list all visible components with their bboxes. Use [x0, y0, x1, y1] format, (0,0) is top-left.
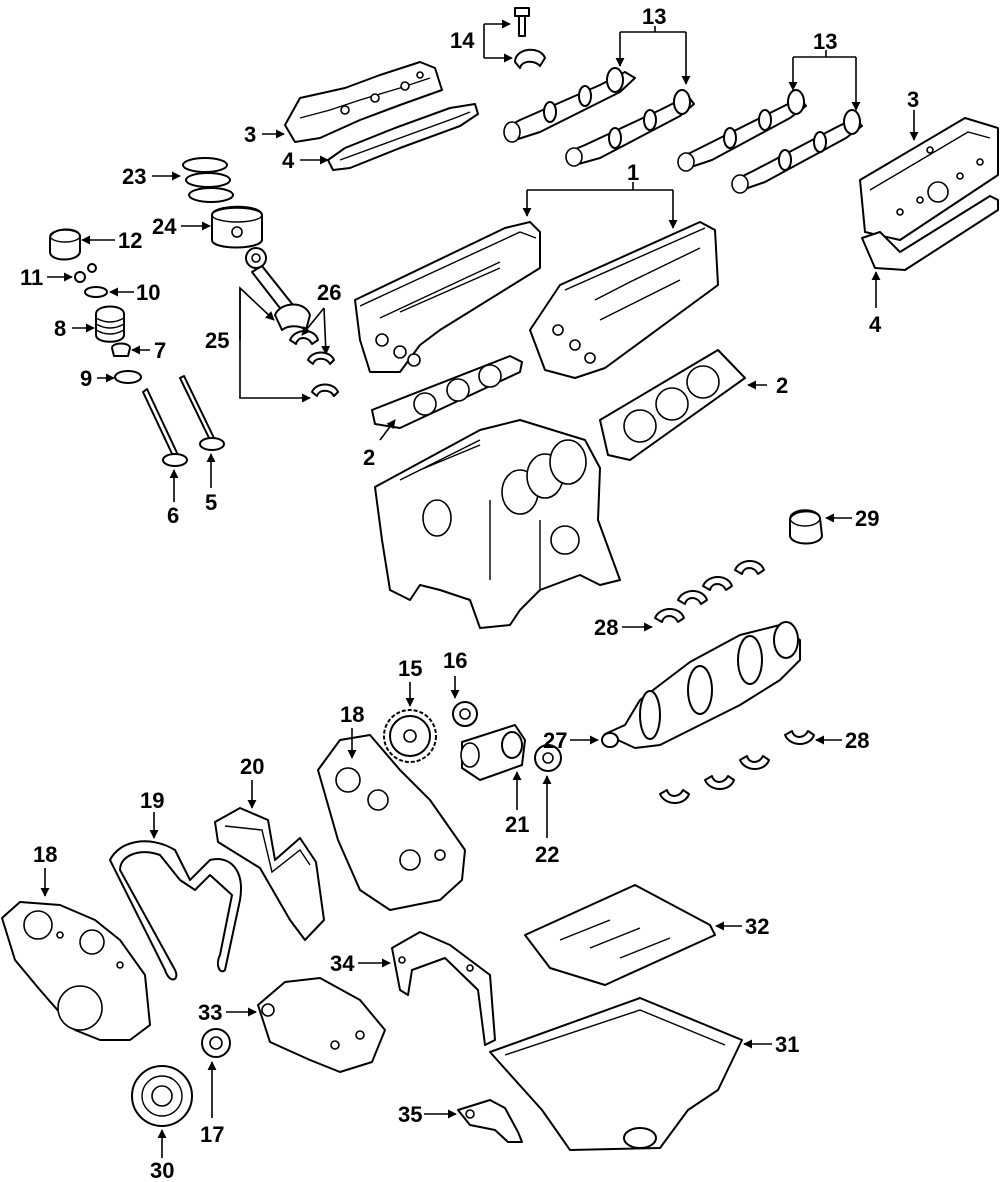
callout-29: 29: [855, 506, 879, 531]
callout-34: 34: [330, 951, 355, 976]
callout-32: 32: [745, 914, 769, 939]
callout-9: 9: [80, 366, 92, 391]
callout-19: 19: [140, 788, 164, 813]
callout-2a: 2: [776, 373, 788, 398]
engine-block: [374, 419, 621, 629]
sprocket-washer: [452, 701, 478, 727]
callout-35: 35: [398, 1102, 422, 1127]
callout-23: 23: [122, 164, 146, 189]
callout-18a: 18: [340, 702, 364, 727]
callout-16: 16: [443, 648, 467, 673]
main-bearings-upper: [654, 560, 765, 623]
bearing-cap-and-bolt: [514, 7, 546, 69]
callout-18b: 18: [33, 842, 57, 867]
piston: [211, 205, 263, 249]
callout-6: 6: [167, 503, 179, 528]
connecting-rod: [245, 247, 311, 331]
camshaft-sprocket: [383, 709, 437, 763]
idler-pulley: [534, 744, 562, 772]
valve-intake: [142, 388, 188, 467]
valve-keepers: [74, 263, 97, 283]
callout-15: 15: [398, 656, 422, 681]
callout-2b: 2: [363, 445, 375, 470]
timing-chain-guide: [214, 807, 325, 941]
oil-pump: [257, 977, 386, 1073]
main-bearings-lower: [659, 730, 815, 804]
callout-8: 8: [54, 316, 66, 341]
callout-5: 5: [205, 490, 217, 515]
callout-1: 1: [627, 160, 639, 185]
pilot-bushing: [789, 509, 823, 545]
camshaft-left-1: [503, 67, 636, 143]
callout-4a: 4: [282, 148, 295, 173]
crankshaft-seal: [201, 1028, 231, 1058]
callout-13a: 13: [642, 4, 666, 29]
callout-24: 24: [152, 214, 177, 239]
camshaft-cover-right: [859, 117, 999, 241]
callout-28b: 28: [845, 728, 869, 753]
callout-22: 22: [535, 842, 559, 867]
piston-rings: [182, 157, 234, 203]
callout-33: 33: [198, 1000, 222, 1025]
camshaft-right-1: [677, 89, 807, 172]
callout-10: 10: [136, 280, 160, 305]
camshaft-cover-left: [284, 61, 443, 143]
cylinder-head-right: [529, 221, 719, 379]
valve-exhaust: [179, 375, 225, 451]
front-cover-bracket: [391, 931, 496, 1046]
callout-13b: 13: [813, 29, 837, 54]
callout-12: 12: [118, 228, 142, 253]
callout-14: 14: [450, 28, 475, 53]
callout-21: 21: [505, 812, 529, 837]
callout-25: 25: [205, 328, 229, 353]
leader-lines: [40, 19, 919, 1158]
callout-31: 31: [775, 1032, 799, 1057]
crankshaft: [601, 621, 801, 749]
spring-seat: [114, 370, 142, 384]
callout-11: 11: [20, 265, 43, 290]
harmonic-balancer: [131, 1065, 193, 1127]
callout-7: 7: [154, 338, 166, 363]
callout-26: 26: [317, 280, 341, 305]
head-gasket-right: [599, 349, 746, 461]
rod-bearings: [289, 330, 339, 397]
oil-pan: [489, 997, 743, 1151]
callout-27: 27: [543, 728, 567, 753]
valve-spring: [95, 305, 125, 343]
callout-4b: 4: [869, 312, 882, 337]
water-pump: [460, 724, 526, 781]
spring-retainer: [84, 286, 108, 298]
oil-pickup-tube: [457, 1099, 523, 1143]
callout-28a: 28: [594, 615, 618, 640]
callout-17: 17: [200, 1122, 224, 1147]
timing-chain: [109, 840, 242, 981]
head-gasket-left: [371, 355, 523, 429]
camshaft-left-2: [565, 89, 695, 167]
camshaft-right-2: [731, 109, 863, 194]
timing-cover-inner: [317, 734, 466, 911]
callout-30: 30: [150, 1158, 174, 1182]
timing-cover-outer: [1, 901, 151, 1041]
cover-gasket-right: [861, 195, 999, 271]
callout-20: 20: [240, 754, 264, 779]
callout-3a: 3: [244, 122, 256, 147]
valve-stem-seal: [111, 342, 131, 357]
cover-gasket-left: [327, 103, 479, 171]
valve-lifter: [49, 228, 81, 261]
cylinder-head-left: [354, 221, 541, 373]
callout-labels: 1 2 2 3 3 4 4 5 6 7 8 9 10 11 12 13 13 1…: [20, 4, 919, 1182]
windage-tray: [524, 884, 716, 986]
callout-3b: 3: [907, 87, 919, 112]
